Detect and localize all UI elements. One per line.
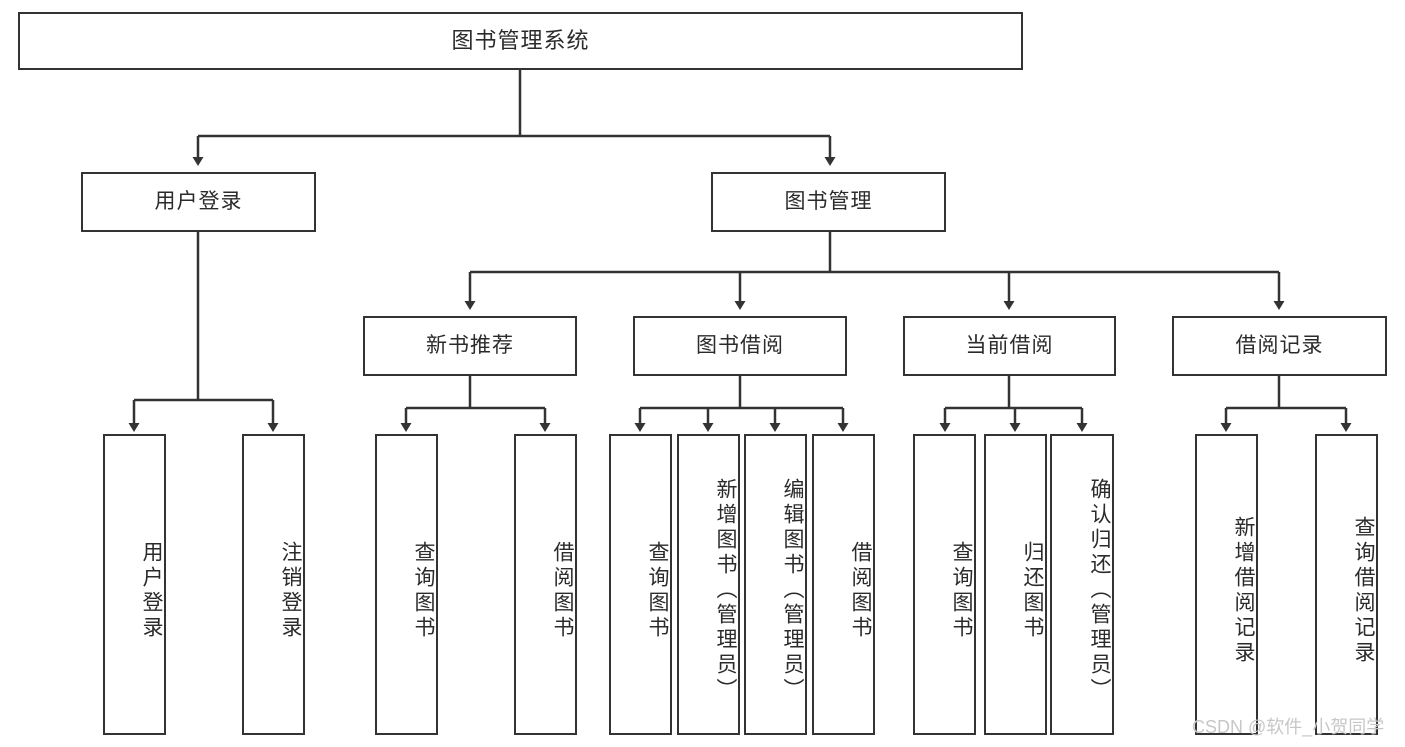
leaf-record-query-borrow-record[interactable]: 查询借阅记录 <box>1315 434 1378 735</box>
node-label: 图书借阅 <box>696 334 784 358</box>
node-label: 当前借阅 <box>965 334 1054 358</box>
node-current-borrow[interactable]: 当前借阅 <box>903 316 1116 376</box>
leaf-record-add-borrow-record[interactable]: 新增借阅记录 <box>1195 434 1258 735</box>
node-label: 借阅记录 <box>1235 334 1324 358</box>
leaf-recommend-borrow-book[interactable]: 借阅图书 <box>514 434 577 735</box>
node-user-login-module[interactable]: 用户登录 <box>81 172 316 232</box>
node-label: 新书推荐 <box>426 334 514 358</box>
node-label: 归还图书 <box>1021 540 1044 641</box>
node-new-book-recommend[interactable]: 新书推荐 <box>363 316 577 376</box>
leaf-user-logout[interactable]: 注销登录 <box>242 434 305 735</box>
node-label: 用户登录 <box>140 540 163 641</box>
node-label: 图书管理 <box>784 190 873 214</box>
node-label: 用户登录 <box>154 190 243 214</box>
node-label: 注销登录 <box>279 540 302 641</box>
node-book-borrow[interactable]: 图书借阅 <box>633 316 847 376</box>
node-book-management-module[interactable]: 图书管理 <box>711 172 946 232</box>
leaf-borrow-borrow-book[interactable]: 借阅图书 <box>812 434 875 735</box>
leaf-current-return-book[interactable]: 归还图书 <box>984 434 1047 735</box>
leaf-current-query-book[interactable]: 查询图书 <box>913 434 976 735</box>
leaf-borrow-add-book-admin[interactable]: 新增图书（管理员） <box>677 434 740 735</box>
watermark-text: CSDN @软件_小贺同学 <box>1192 717 1385 737</box>
node-label: 查询图书 <box>950 540 973 641</box>
leaf-current-confirm-return-admin[interactable]: 确认归还（管理员） <box>1050 434 1114 735</box>
leaf-recommend-query-book[interactable]: 查询图书 <box>375 434 438 735</box>
node-label: 编辑图书（管理员） <box>781 478 804 703</box>
node-label: 查询借阅记录 <box>1352 515 1375 666</box>
node-root-system[interactable]: 图书管理系统 <box>18 12 1023 70</box>
node-label: 借阅图书 <box>849 540 872 641</box>
leaf-user-login[interactable]: 用户登录 <box>103 434 166 735</box>
leaf-borrow-edit-book-admin[interactable]: 编辑图书（管理员） <box>744 434 807 735</box>
node-label: 借阅图书 <box>551 540 574 641</box>
node-borrow-record[interactable]: 借阅记录 <box>1172 316 1387 376</box>
node-label: 查询图书 <box>646 540 669 641</box>
node-label: 确认归还（管理员） <box>1088 478 1111 703</box>
node-label: 查询图书 <box>412 540 435 641</box>
node-label: 新增借阅记录 <box>1232 515 1255 666</box>
node-label: 新增图书（管理员） <box>714 478 737 703</box>
node-label: 图书管理系统 <box>451 27 590 53</box>
leaf-borrow-query-book[interactable]: 查询图书 <box>609 434 672 735</box>
